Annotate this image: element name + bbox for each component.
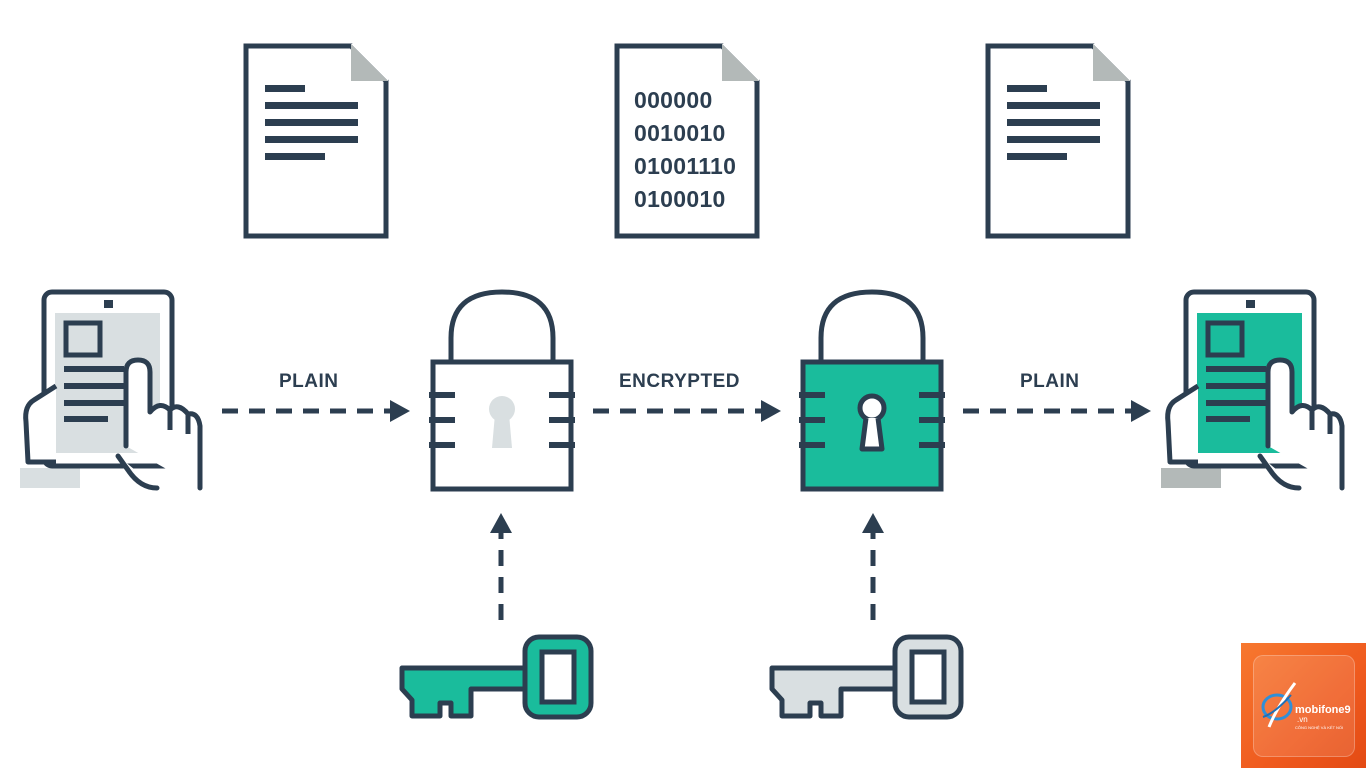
ciphertext-line: 000000 xyxy=(634,87,713,113)
open-padlock-icon xyxy=(429,289,575,492)
arrow-lock-to-plain xyxy=(963,400,1151,422)
ciphertext-text: 000000 0010010 01001110 0100010 xyxy=(634,84,736,216)
sender-tablet-icon xyxy=(20,289,203,491)
brand-watermark-frame xyxy=(1253,655,1355,757)
ciphertext-line: 0010010 xyxy=(634,120,726,146)
arrow-encrypted xyxy=(593,400,781,422)
decryption-key-icon xyxy=(769,634,964,720)
arrow-key-to-locked-lock xyxy=(862,513,884,620)
locked-padlock-icon xyxy=(799,289,945,492)
ciphertext-line: 01001110 xyxy=(634,153,737,179)
arrow-key-to-open-lock xyxy=(490,513,512,620)
label-encrypted: ENCRYPTED xyxy=(619,371,740,392)
ciphertext-document-icon xyxy=(614,43,760,239)
label-plain-left: PLAIN xyxy=(279,371,339,392)
encryption-key-icon xyxy=(399,634,594,720)
brand-watermark: mobifone9 .vn CÔNG NGHỆ VÀ KẾT NỐI xyxy=(1241,643,1366,768)
arrow-plain-to-lock xyxy=(222,400,410,422)
decrypted-document-icon xyxy=(985,43,1131,239)
ciphertext-line: 0100010 xyxy=(634,186,726,212)
brand-domain: .vn xyxy=(1297,715,1308,724)
brand-slogan: CÔNG NGHỆ VÀ KẾT NỐI xyxy=(1295,725,1344,730)
plaintext-document-icon xyxy=(243,43,389,239)
label-plain-right: PLAIN xyxy=(1020,371,1080,392)
brand-logo-icon xyxy=(1261,682,1297,728)
receiver-tablet-icon xyxy=(1161,289,1345,491)
brand-name: mobifone9 xyxy=(1295,704,1351,716)
